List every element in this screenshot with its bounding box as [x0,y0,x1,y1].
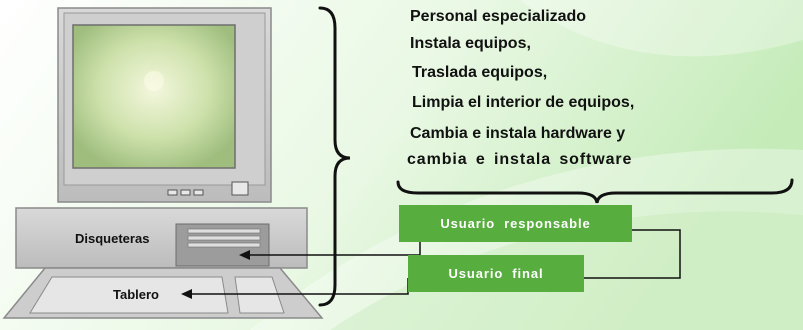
task-line: Traslada equipos, [412,64,548,81]
task-line: cambia e instala software [407,151,633,168]
floppy-slot [187,228,261,234]
task-line: Personal especializado [410,8,587,25]
keyboard [2,267,324,319]
floppy-slot [187,235,261,241]
curly-brace-horizontal [396,178,794,204]
label-disqueteras: Disqueteras [75,231,150,246]
task-line: Cambia e instala hardware y [410,125,626,142]
monitor-screen [72,24,236,169]
task-line: Limpia el interior de equipos, [412,94,635,111]
arrow-head-keyboard [181,289,192,299]
monitor [57,7,272,203]
task-line: Instala equipos, [410,35,531,52]
system-unit [15,207,308,269]
label-tablero: Tablero [113,287,159,302]
monitor-buttons [167,189,204,196]
power-button [231,181,249,196]
curly-brace-vertical [318,6,351,307]
arrow-head-floppy [239,250,250,260]
floppy-slot [187,242,261,248]
box-usuario-responsable: Usuario responsable [399,205,632,242]
computer-icon [2,7,324,319]
box-usuario-final: Usuario final [408,255,584,292]
